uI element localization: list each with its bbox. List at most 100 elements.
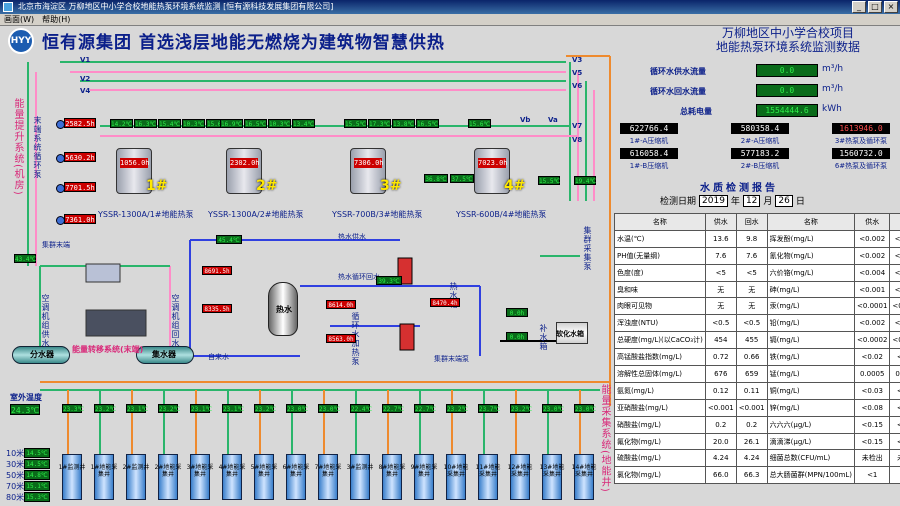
parameter-value: 0.12 — [704, 381, 737, 400]
table-row: 高锰酸盐指数(mg/L)0.720.66铁(mg/L)<0.02<0.02 — [614, 348, 900, 367]
menu-help[interactable]: 帮助(H) — [42, 15, 71, 24]
parameter-value: <0.001 — [735, 398, 768, 417]
well-shaft[interactable] — [190, 454, 210, 500]
heat-pump-runtime: 7023.0h — [478, 158, 508, 168]
energy-transfer-label: 能量转移系统(末端) — [72, 345, 144, 354]
well-shaft[interactable] — [94, 454, 114, 500]
parameter-value: 26.1 — [735, 432, 768, 451]
well-shaft[interactable] — [382, 454, 402, 500]
meter-1a: 622766.4 — [620, 123, 678, 134]
parameter-value: 7.6 — [704, 246, 737, 265]
well-shaft[interactable] — [286, 454, 306, 500]
parameter-value: <0.001 — [854, 280, 891, 299]
well-shaft[interactable] — [478, 454, 498, 500]
parameter-value: <0.16 — [889, 432, 900, 451]
well-name: 7#地能采集井 — [314, 464, 342, 478]
parameter-name: 水温(℃) — [614, 229, 706, 248]
heat-pump-unit[interactable] — [116, 148, 152, 194]
well-temp: 23.1℃ — [190, 404, 213, 413]
well-shaft[interactable] — [446, 454, 466, 500]
hot-water-vessel — [268, 282, 298, 336]
parameter-value: <0.03 — [889, 381, 900, 400]
col-return: 回水 — [735, 213, 768, 231]
well-name: 9#地能采集井 — [410, 464, 438, 478]
reading-r10: 0.0h — [506, 308, 528, 317]
menu-screen[interactable]: 画面(W) — [4, 15, 35, 24]
meter-2b-label: 2#-B压缩机 — [740, 162, 780, 170]
maximize-button[interactable]: □ — [868, 1, 882, 13]
pump-icon — [56, 154, 65, 163]
well-temp: 23.2℃ — [510, 404, 533, 413]
well-shaft[interactable] — [414, 454, 434, 500]
heat-pump-unit[interactable] — [350, 148, 386, 194]
project-title: 万柳地区中小学合校项目 地能热泵环境系统监测数据 — [678, 26, 898, 54]
close-button[interactable]: × — [884, 1, 898, 13]
pump-icon — [56, 120, 65, 129]
well-temp: 23.1℃ — [222, 404, 245, 413]
well-shaft[interactable] — [126, 454, 146, 500]
well-shaft[interactable] — [574, 454, 594, 500]
parameter-name: 肉眼可见物 — [614, 297, 706, 316]
parameter-name: 锰(mg/L) — [766, 365, 856, 383]
col-name: 名称 — [614, 213, 706, 231]
well-shaft[interactable] — [158, 454, 178, 500]
parameter-value: <5 — [704, 263, 737, 282]
table-row: 总硬度(mg/L)(以CaCO₃计)454455镉(mg/L)<0.0002<0… — [614, 331, 900, 350]
parameter-name: 硫酸盐(mg/L) — [614, 449, 706, 468]
project-title-line1: 万柳地区中小学合校项目 — [721, 26, 854, 40]
parameter-value: 0.0005 — [889, 365, 900, 383]
depth-temp: 14.5℃ — [24, 448, 50, 458]
heat-pump-temp: 14.2℃ — [110, 119, 133, 128]
makeup-label: 补水箱 — [539, 324, 548, 351]
collector-tank — [136, 346, 194, 364]
depth-label: 70米 — [6, 482, 25, 491]
parameter-value: 0.2 — [735, 415, 768, 434]
well-temp: 23.2℃ — [254, 404, 277, 413]
well-shaft[interactable] — [254, 454, 274, 500]
well-shaft[interactable] — [318, 454, 338, 500]
parameter-value: <0.004 — [854, 263, 891, 282]
well-name: 8#地能采集井 — [378, 464, 406, 478]
well-pump-label: 集群末端泵 — [434, 355, 469, 363]
depth-label: 10米 — [6, 449, 25, 458]
hvac-return-label: 空调机组回水 — [171, 294, 180, 348]
heat-pump-name: YSSR-700B/3#地能热泵 — [332, 210, 423, 219]
parameter-value: <0.001 — [704, 398, 737, 417]
parameter-name: 总大肠菌群(MPN/100mL) — [766, 466, 856, 485]
parameter-value: <0.002 — [854, 314, 891, 333]
outdoor-temp-value: 24.3℃ — [10, 404, 40, 415]
heat-pump-runtime: 1056.0h — [120, 158, 150, 168]
reading-r13: 15.5℃ — [538, 176, 561, 185]
depth-label: 50米 — [6, 471, 25, 480]
parameter-name: 挥发酚(mg/L) — [766, 229, 856, 248]
minimize-button[interactable]: _ — [852, 1, 866, 13]
well-shaft[interactable] — [510, 454, 530, 500]
heat-pump-temp: 16.5℃ — [416, 119, 439, 128]
well-name: 14#地能采集井 — [571, 464, 597, 478]
heat-pump-unit[interactable] — [474, 148, 510, 194]
reading-r7: 8470.4h — [430, 298, 460, 307]
water-quality-table: 名称 供水 回水 名称 供水 回水 水温(℃)13.69.8挥发酚(mg/L)<… — [614, 213, 900, 485]
depth-label: 80米 — [6, 493, 25, 502]
parameter-value: <0.002 — [854, 229, 891, 248]
well-temp: 22.7℃ — [382, 404, 405, 413]
heat-pump-unit[interactable] — [226, 148, 262, 194]
well-shaft[interactable] — [62, 454, 82, 500]
total-power-label: 总耗电量 — [680, 107, 712, 116]
parameter-value: <0.0002 — [854, 331, 891, 350]
well-shaft[interactable] — [542, 454, 562, 500]
menubar: 画面(W) 帮助(H) — [0, 14, 900, 26]
parameter-value: <0.02 — [854, 348, 891, 367]
well-shaft[interactable] — [222, 454, 242, 500]
well-temp: 23.2℃ — [158, 404, 181, 413]
well-shaft[interactable] — [350, 454, 370, 500]
parameter-value: <0.03 — [854, 381, 891, 400]
meter-1b-label: 1#-B压缩机 — [629, 162, 669, 170]
heat-pump-name: YSSR-1300A/1#地能热泵 — [98, 210, 194, 219]
heat-pump-temp: 15.4℃ — [158, 119, 181, 128]
return-flow-unit: m³/h — [822, 84, 844, 94]
parameter-name: 镉(mg/L) — [766, 331, 856, 350]
